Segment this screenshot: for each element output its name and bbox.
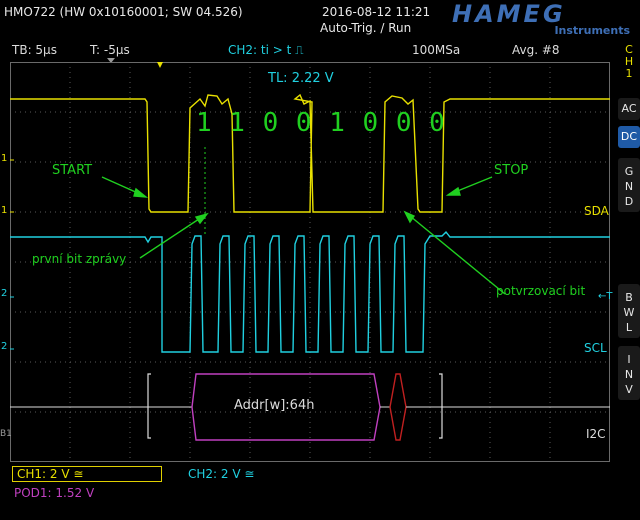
invert-button[interactable]: I N V xyxy=(618,346,640,400)
acquisition-mode: Auto-Trig. / Run xyxy=(320,21,412,35)
sample-rate: 100MSa xyxy=(412,43,461,57)
ch2-scale[interactable]: CH2: 2 V ≅ xyxy=(188,467,255,481)
timebase-readout[interactable]: TB: 5µs xyxy=(12,43,57,57)
i2c-label: I2C xyxy=(586,427,606,441)
pod1-threshold[interactable]: POD1: 1.52 V xyxy=(14,486,95,500)
hameg-logo: HAMEG Instruments xyxy=(452,0,630,37)
scl-trace xyxy=(10,230,610,353)
trigger-position-marker xyxy=(107,58,115,63)
sda-label: SDA xyxy=(584,204,609,218)
decoded-bits: 1 1 0 0 1 0 0 0 xyxy=(196,108,446,138)
ack-bit-annotation: potvrzovací bit xyxy=(496,284,586,298)
channel-level-markers xyxy=(10,159,14,350)
ch1-marker-b: 1 xyxy=(1,205,8,216)
waveform-svg xyxy=(10,62,610,462)
ack-frame xyxy=(389,373,407,441)
ch2-marker-a: 2 xyxy=(1,288,8,299)
bus-decode-track xyxy=(10,373,610,441)
annotation-arrows xyxy=(101,176,506,295)
title-bar: HMO722 (HW 0x10160001; SW 04.526) 2016-0… xyxy=(0,0,640,40)
start-annotation: START xyxy=(52,163,93,178)
trigger-time-readout[interactable]: T: -5µs xyxy=(90,43,130,57)
trigger-setting[interactable]: CH2: ti > t ⎍ xyxy=(228,43,304,57)
ch2-marker-b: 2 xyxy=(1,341,8,352)
first-bit-annotation: první bit zprávy xyxy=(32,252,127,266)
datetime: 2016-08-12 11:21 xyxy=(322,5,431,19)
coupling-dc-button[interactable]: DC xyxy=(618,126,640,148)
graticule xyxy=(10,62,610,462)
instrument-model: HMO722 (HW 0x10160001; SW 04.526) xyxy=(4,5,243,19)
channel-indicator: C H 1 xyxy=(624,43,634,80)
trigger-level-readout: TL: 2.22 V xyxy=(268,71,334,86)
stop-annotation: STOP xyxy=(494,163,529,178)
trigger-marker-top xyxy=(157,62,163,68)
sda-trace xyxy=(10,93,610,213)
coupling-ac-button[interactable]: AC xyxy=(618,98,640,120)
scl-label: SCL xyxy=(584,341,607,355)
ch1-scale[interactable]: CH1: 2 V ≅ xyxy=(12,466,162,482)
scl-trigger-marker: ←T xyxy=(598,291,613,302)
address-frame-label: Addr[w]:64h xyxy=(234,398,315,413)
acquisition-info-bar: TB: 5µs T: -5µs CH2: ti > t ⎍ 100MSa Avg… xyxy=(0,40,610,63)
averaging-count[interactable]: Avg. #8 xyxy=(512,43,560,57)
waveform-display[interactable]: TL: 2.22 V 1 1 0 0 1 0 0 0 START STOP pr… xyxy=(10,62,613,462)
coupling-gnd-button[interactable]: G N D xyxy=(618,158,640,212)
channel-side-menu: C H 1 AC DC G N D B W L I N V xyxy=(618,40,640,460)
bandwidth-limit-button[interactable]: B W L xyxy=(618,284,640,338)
bus-marker: B1 xyxy=(0,429,12,439)
ch1-marker-a: 1 xyxy=(1,153,8,164)
